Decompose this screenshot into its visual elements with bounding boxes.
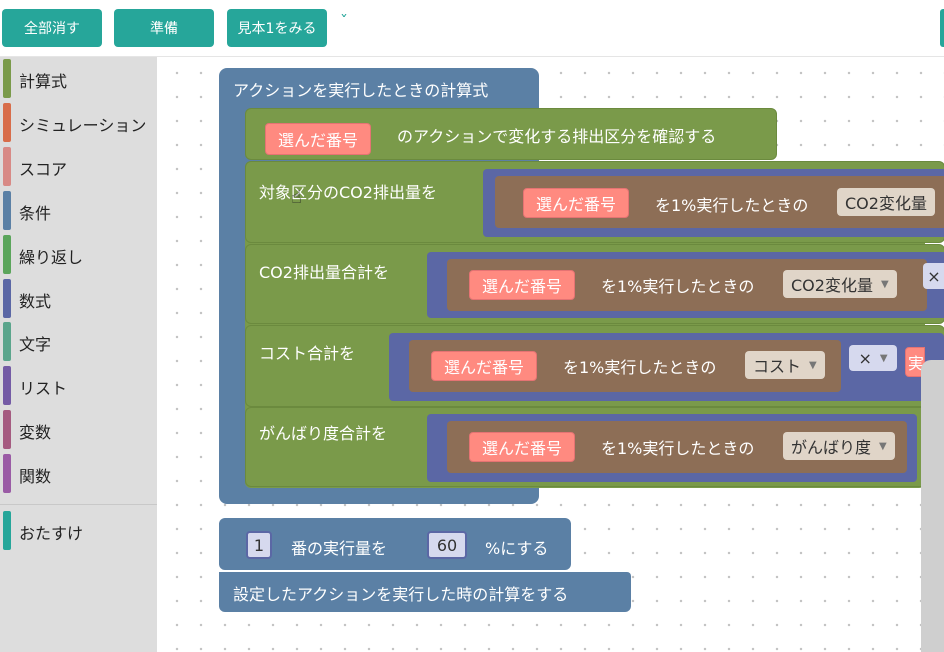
operator-dropdown-2[interactable]: × [923, 263, 944, 289]
category-label: 変数 [19, 423, 52, 442]
workspace-scrollbar[interactable] [921, 360, 944, 652]
dropdown-arrow-icon: ▼ [879, 352, 888, 364]
field-dropdown-value: がんばり度 [791, 438, 872, 457]
check-category-text: のアクションで変化する排出区分を確認する [397, 127, 717, 146]
field-dropdown-value: CO2変化量 [845, 194, 927, 213]
category-list[interactable]: リスト [0, 365, 157, 405]
set-variable-label-3: コスト合計を [259, 344, 356, 363]
category-label: 関数 [19, 467, 52, 486]
selected-number-chip[interactable]: 選んだ番号 [469, 270, 576, 300]
field-dropdown-1[interactable]: CO2変化量 [837, 188, 935, 216]
selected-number-chip[interactable]: 選んだ番号 [431, 351, 538, 381]
category-color-bar [3, 511, 11, 550]
set-exec-amount-block[interactable] [219, 518, 571, 570]
run-calc-block[interactable] [219, 572, 631, 612]
category-color-bar [3, 322, 11, 361]
exec-amount-text: 番の実行量を [291, 539, 388, 558]
field-dropdown-2[interactable]: CO2変化量 ▼ [783, 270, 897, 298]
procedure-title: アクションを実行したときの計算式 [233, 81, 489, 100]
category-color-bar [3, 410, 11, 449]
category-color-bar [3, 103, 11, 142]
sim-text-4: を1%実行したときの [601, 439, 755, 458]
hand-cursor-icon: ☝ [291, 187, 302, 208]
sim-text-2: を1%実行したときの [601, 277, 755, 296]
toolbar-edge-button[interactable] [940, 9, 944, 47]
set-variable-label-4: がんばり度合計を [259, 424, 388, 443]
number-input[interactable]: 1 [246, 531, 272, 559]
category-color-bar [3, 279, 11, 318]
category-label: おたすけ [19, 524, 84, 543]
percent-text: %にする [485, 539, 549, 558]
category-variable[interactable]: 変数 [0, 409, 157, 449]
chevron-down-icon[interactable]: ˇ [340, 12, 348, 31]
category-sidebar: 計算式 シミュレーション スコア 条件 繰り返し 数式 文字 リスト 変数 関数… [0, 57, 157, 652]
selected-number-chip-partial[interactable]: 実 [905, 347, 925, 377]
field-dropdown-4[interactable]: がんばり度 ▼ [783, 432, 895, 460]
field-dropdown-value: CO2変化量 [791, 276, 873, 295]
category-condition[interactable]: 条件 [0, 190, 157, 230]
field-dropdown-3[interactable]: コスト ▼ [745, 351, 825, 379]
selected-number-chip[interactable]: 選んだ番号 [265, 123, 372, 155]
operator-dropdown-3[interactable]: ×▼ [849, 345, 897, 371]
run-calc-text: 設定したアクションを実行した時の計算をする [233, 585, 569, 604]
dropdown-arrow-icon: ▼ [879, 440, 887, 452]
set-variable-label-2: CO2排出量合計を [259, 263, 389, 282]
category-color-bar [3, 235, 11, 274]
category-color-bar [3, 147, 11, 186]
selected-number-chip[interactable]: 選んだ番号 [469, 432, 576, 462]
category-divider [0, 504, 157, 505]
block-workspace[interactable]: アクションを実行したときの計算式 選んだ番号 のアクションで変化する排出区分を確… [157, 57, 944, 652]
dropdown-arrow-icon: ▼ [809, 359, 817, 371]
dropdown-arrow-icon: ▼ [880, 278, 889, 290]
category-label: シミュレーション [19, 116, 147, 135]
category-color-bar [3, 59, 11, 98]
category-label: 数式 [19, 292, 52, 311]
toolbar: 全部消す 準備 見本1をみる ˇ [0, 0, 944, 57]
category-calc[interactable]: 計算式 [0, 58, 157, 98]
operator-value: × [858, 348, 872, 368]
category-math[interactable]: 数式 [0, 278, 157, 318]
category-label: スコア [19, 160, 68, 179]
category-label: 繰り返し [19, 248, 84, 267]
category-loop[interactable]: 繰り返し [0, 234, 157, 274]
category-function[interactable]: 関数 [0, 453, 157, 493]
category-label: 計算式 [19, 72, 68, 91]
category-helper[interactable]: おたすけ [0, 510, 157, 550]
category-color-bar [3, 454, 11, 493]
field-dropdown-value: コスト [753, 357, 802, 376]
prepare-button[interactable]: 準備 [114, 9, 214, 47]
category-color-bar [3, 191, 11, 230]
category-score[interactable]: スコア [0, 146, 157, 186]
category-simulation[interactable]: シミュレーション [0, 102, 157, 142]
set-variable-label-1: 対象区分のCO2排出量を [259, 183, 437, 202]
clear-all-button[interactable]: 全部消す [2, 9, 102, 47]
sim-text-1: を1%実行したときの [655, 196, 809, 215]
selected-number-chip[interactable]: 選んだ番号 [523, 188, 630, 218]
sim-text-3: を1%実行したときの [563, 358, 717, 377]
view-sample-button[interactable]: 見本1をみる [227, 9, 327, 47]
category-label: リスト [19, 379, 68, 398]
category-label: 文字 [19, 335, 52, 354]
category-color-bar [3, 366, 11, 405]
percent-input[interactable]: 60 [427, 531, 467, 559]
category-text[interactable]: 文字 [0, 321, 157, 361]
category-label: 条件 [19, 204, 52, 223]
